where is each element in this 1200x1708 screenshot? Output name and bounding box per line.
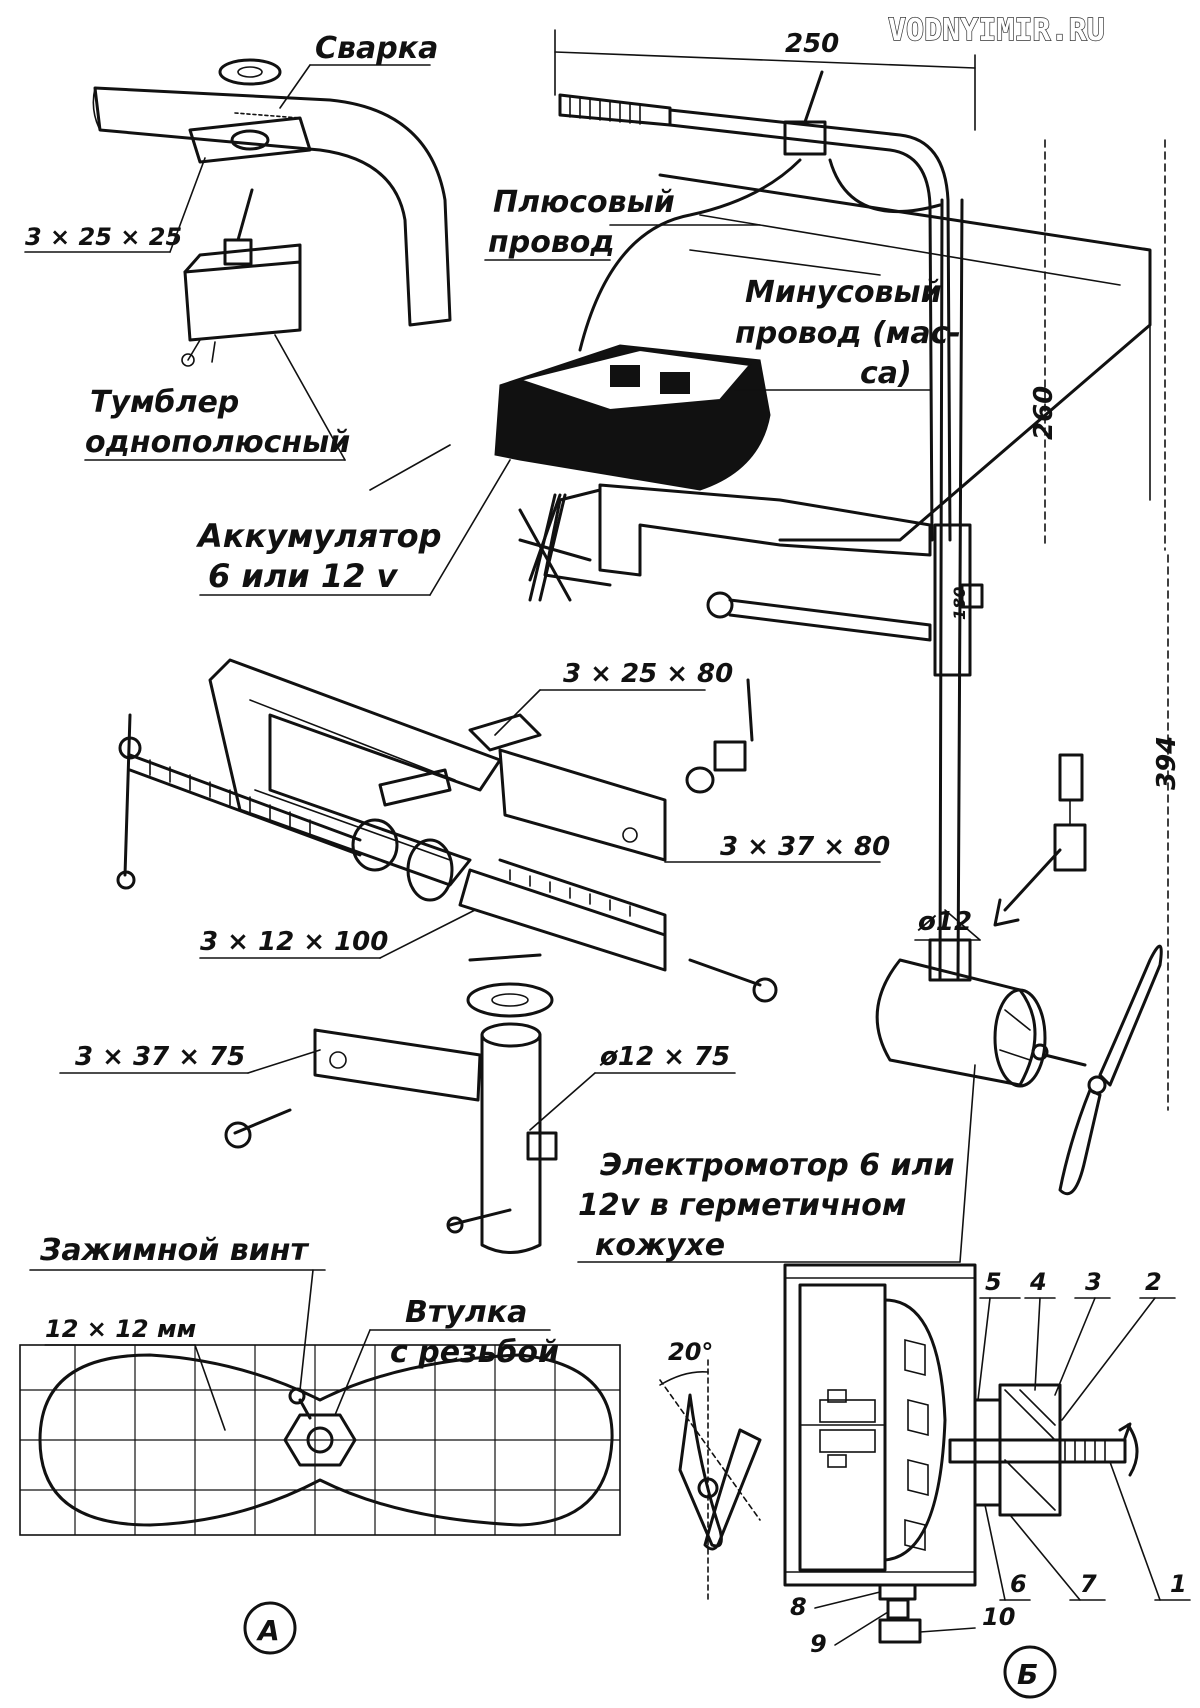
label-minus-wire-1: Минусовый xyxy=(745,275,942,310)
label-motor-1: Электромотор 6 или xyxy=(600,1148,955,1183)
part-4: 4 xyxy=(1029,1268,1047,1296)
label-strip-3x37x75: 3 × 37 × 75 xyxy=(75,1042,245,1072)
exploded-clamp xyxy=(116,658,778,1003)
part-2: 2 xyxy=(1145,1268,1162,1296)
label-toggle-1: Тумблер xyxy=(90,385,239,420)
label-plate-small: 3 × 25 × 25 xyxy=(25,223,182,251)
dimension-260: 260 xyxy=(1029,386,1059,440)
label-minus-wire-2: провод (мас- xyxy=(735,316,961,351)
dimension-250: 250 xyxy=(785,29,839,59)
view-a-label: А xyxy=(256,1614,280,1647)
view-b-label: Б xyxy=(1017,1658,1038,1691)
part-9: 9 xyxy=(810,1630,827,1658)
label-minus-wire-3: са) xyxy=(860,356,912,391)
label-bar-3x12x100: 3 × 12 × 100 xyxy=(200,927,388,957)
label-battery-2: 6 или 12 v xyxy=(208,557,399,595)
dimension-394: 394 xyxy=(1152,736,1182,790)
label-battery-1: Аккумулятор xyxy=(195,517,442,555)
part-5: 5 xyxy=(985,1268,1002,1296)
label-motor-3: кожухе xyxy=(595,1228,725,1263)
part-3: 3 xyxy=(1085,1268,1102,1296)
label-bushing-2: с резьбой xyxy=(390,1335,559,1370)
label-svarka: Сварка xyxy=(315,31,438,66)
propeller-angle xyxy=(659,1359,762,1601)
part-6: 6 xyxy=(1010,1570,1027,1598)
view-b-section xyxy=(783,1263,1139,1644)
label-plus-wire-2: провод xyxy=(488,225,615,260)
tube-bracket xyxy=(224,953,558,1254)
label-rod-12: ø12 xyxy=(917,907,972,937)
label-strip-3x37x80: 3 × 37 × 80 xyxy=(720,832,890,862)
welded-tiller-detail xyxy=(92,58,452,367)
label-tube-12x75: ø12 × 75 xyxy=(599,1042,730,1072)
label-angle: 20° xyxy=(668,1338,713,1366)
label-clamp-screw: Зажимной винт xyxy=(39,1233,309,1268)
part-1: 1 xyxy=(1170,1570,1187,1598)
dimension-180: 180 xyxy=(950,587,969,620)
watermark: VODNYIMIR.RU xyxy=(888,13,1105,48)
view-a-template xyxy=(19,1344,621,1536)
assembled-view xyxy=(494,70,1163,1196)
label-toggle-2: однополюсный xyxy=(85,425,350,460)
label-bushing-1: Втулка xyxy=(405,1295,527,1330)
part-8: 8 xyxy=(790,1593,807,1621)
part-10: 10 xyxy=(982,1603,1015,1631)
part-7: 7 xyxy=(1080,1570,1097,1598)
label-grid-size: 12 × 12 мм xyxy=(45,1315,196,1343)
label-motor-2: 12v в герметичном xyxy=(578,1188,906,1223)
label-strip-3x25x80: 3 × 25 × 80 xyxy=(563,659,733,689)
label-plus-wire-1: Плюсовый xyxy=(493,185,675,220)
